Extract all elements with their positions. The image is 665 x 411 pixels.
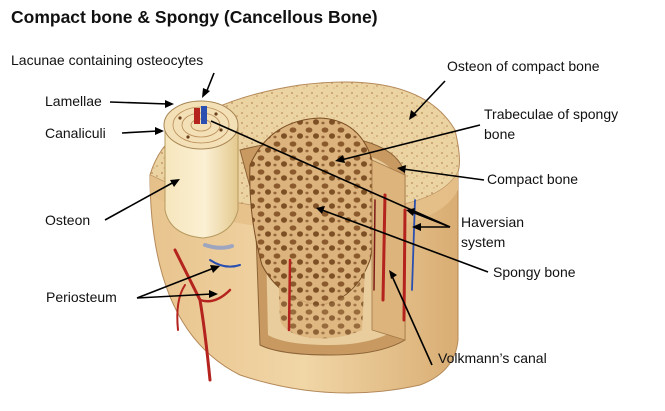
label-haversian-line2: system: [461, 234, 506, 250]
label-volkmann: Volkmann’s canal: [438, 350, 547, 366]
cutaway-interior: [239, 117, 406, 356]
leader-lines: [104, 72, 489, 366]
label-haversian-line1: Haversian: [461, 214, 525, 230]
label-lamellae: Lamellae: [45, 93, 102, 109]
label-trabeculae-line1: Trabeculae of spongy: [484, 106, 619, 122]
label-trabeculae-line2: bone: [484, 126, 516, 142]
label-osteon-compact: Osteon of compact bone: [447, 58, 600, 74]
label-osteon: Osteon: [45, 212, 91, 228]
label-compact-bone: Compact bone: [487, 171, 579, 187]
label-periosteum: Periosteum: [46, 289, 117, 305]
label-canaliculi: Canaliculi: [45, 125, 106, 141]
osteon-cylinder: [163, 100, 239, 239]
periosteum-vessels: [173, 243, 241, 382]
label-spongy-bone: Spongy bone: [493, 264, 576, 280]
diagram-title: Compact bone & Spongy (Cancellous Bone): [11, 7, 378, 27]
label-lacunae: Lacunae containing osteocytes: [11, 52, 204, 68]
